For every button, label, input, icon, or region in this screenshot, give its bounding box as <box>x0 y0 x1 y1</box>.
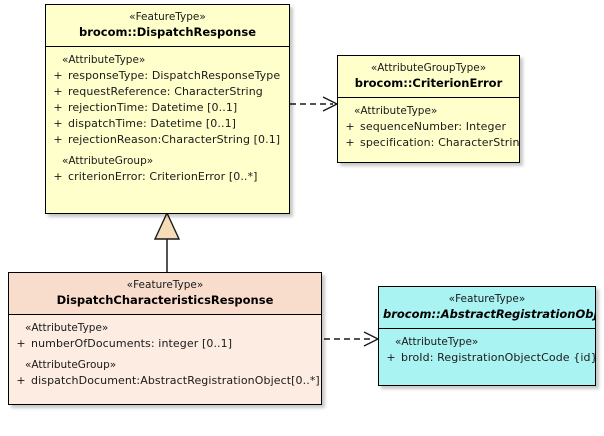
class-box-abstract-registration-object[interactable]: «FeatureType» brocom::AbstractRegistrati… <box>378 286 596 386</box>
class-body: «AttributeType» + broId: RegistrationObj… <box>379 329 595 372</box>
visibility-marker: + <box>386 351 396 364</box>
compartment-label-attributetype: «AttributeType» <box>25 322 109 334</box>
attribute-text: rejectionReason:CharacterString [0.1] <box>68 133 281 146</box>
generalization-dispatchcharacteristics-to-dispatchresponse <box>153 211 181 272</box>
compartment-label-attributegroup: «AttributeGroup» <box>62 155 154 167</box>
attribute-text: specification: CharacterString <box>360 136 520 149</box>
class-name: brocom::DispatchResponse <box>79 25 256 39</box>
attribute-row[interactable]: + numberOfDocuments: integer [0..1] <box>11 336 319 352</box>
compartment-label-attributetype: «AttributeType» <box>354 105 438 117</box>
attribute-text: rejectionTime: Datetime [0..1] <box>68 101 238 114</box>
hollow-triangle-arrowhead <box>153 211 181 240</box>
class-header: «FeatureType» DispatchCharacteristicsRes… <box>9 273 321 315</box>
class-stereotype: «FeatureType» <box>129 11 206 23</box>
class-stereotype: «AttributeGroupType» <box>370 62 487 74</box>
attribute-text: numberOfDocuments: integer [0..1] <box>31 337 233 350</box>
visibility-marker: + <box>16 337 26 350</box>
visibility-marker: + <box>53 85 63 98</box>
class-body: «AttributeType» + responseType: Dispatch… <box>46 47 289 191</box>
class-name: brocom::AbstractRegistrationObject <box>383 307 596 321</box>
attribute-text: criterionError: CriterionError [0..*] <box>68 170 258 183</box>
visibility-marker: + <box>53 69 63 82</box>
open-arrowhead <box>322 96 339 112</box>
compartment-label-attributegroup: «AttributeGroup» <box>25 359 117 371</box>
visibility-marker: + <box>16 374 26 387</box>
attribute-row[interactable]: + broId: RegistrationObjectCode {id} <box>381 350 596 366</box>
attribute-text: dispatchDocument:AbstractRegistrationObj… <box>31 374 320 387</box>
attribute-text: requestReference: CharacterString <box>68 85 263 98</box>
dependency-dispatchcharacteristics-to-abstractregistrationobject <box>324 331 380 347</box>
visibility-marker: + <box>53 133 63 146</box>
attribute-row[interactable]: + sequenceNumber: Integer <box>340 119 517 135</box>
class-header: «AttributeGroupType» brocom::CriterionEr… <box>338 56 519 98</box>
class-header: «FeatureType» brocom::AbstractRegistrati… <box>379 287 595 329</box>
visibility-marker: + <box>53 101 63 114</box>
class-body: «AttributeType» + sequenceNumber: Intege… <box>338 98 519 157</box>
visibility-marker: + <box>345 120 355 133</box>
attribute-row[interactable]: + dispatchDocument:AbstractRegistrationO… <box>11 373 319 389</box>
attribute-row[interactable]: + rejectionReason:CharacterString [0.1] <box>48 132 287 148</box>
visibility-marker: + <box>53 170 63 183</box>
class-name: DispatchCharacteristicsResponse <box>56 293 274 307</box>
class-body: «AttributeType» + numberOfDocuments: int… <box>9 315 321 395</box>
class-header: «FeatureType» brocom::DispatchResponse <box>46 5 289 47</box>
open-arrowhead <box>363 331 380 347</box>
attribute-row[interactable]: + responseType: DispatchResponseType <box>48 68 287 84</box>
compartment-label-attributetype: «AttributeType» <box>395 336 479 348</box>
attribute-row[interactable]: + specification: CharacterString <box>340 135 520 151</box>
class-box-dispatch-characteristics-response[interactable]: «FeatureType» DispatchCharacteristicsRes… <box>8 272 322 405</box>
attribute-row[interactable]: + rejectionTime: Datetime [0..1] <box>48 100 287 116</box>
visibility-marker: + <box>53 117 63 130</box>
attribute-row[interactable]: + criterionError: CriterionError [0..*] <box>48 169 287 185</box>
class-box-dispatch-response[interactable]: «FeatureType» brocom::DispatchResponse «… <box>45 4 290 214</box>
class-box-criterion-error[interactable]: «AttributeGroupType» brocom::CriterionEr… <box>337 55 520 163</box>
compartment-label-attributetype: «AttributeType» <box>62 54 146 66</box>
class-name: brocom::CriterionError <box>354 76 503 90</box>
class-stereotype: «FeatureType» <box>448 293 526 305</box>
dependency-dispatchresponse-to-criterionerror <box>290 96 339 112</box>
attribute-row[interactable]: + requestReference: CharacterString <box>48 84 287 100</box>
attribute-text: responseType: DispatchResponseType <box>68 69 281 82</box>
attribute-text: sequenceNumber: Integer <box>360 120 507 133</box>
attribute-text: dispatchTime: Datetime [0..1] <box>68 117 237 130</box>
attribute-row[interactable]: + dispatchTime: Datetime [0..1] <box>48 116 287 132</box>
class-stereotype: «FeatureType» <box>126 279 204 291</box>
attribute-text: broId: RegistrationObjectCode {id} <box>401 351 596 364</box>
visibility-marker: + <box>345 136 355 149</box>
